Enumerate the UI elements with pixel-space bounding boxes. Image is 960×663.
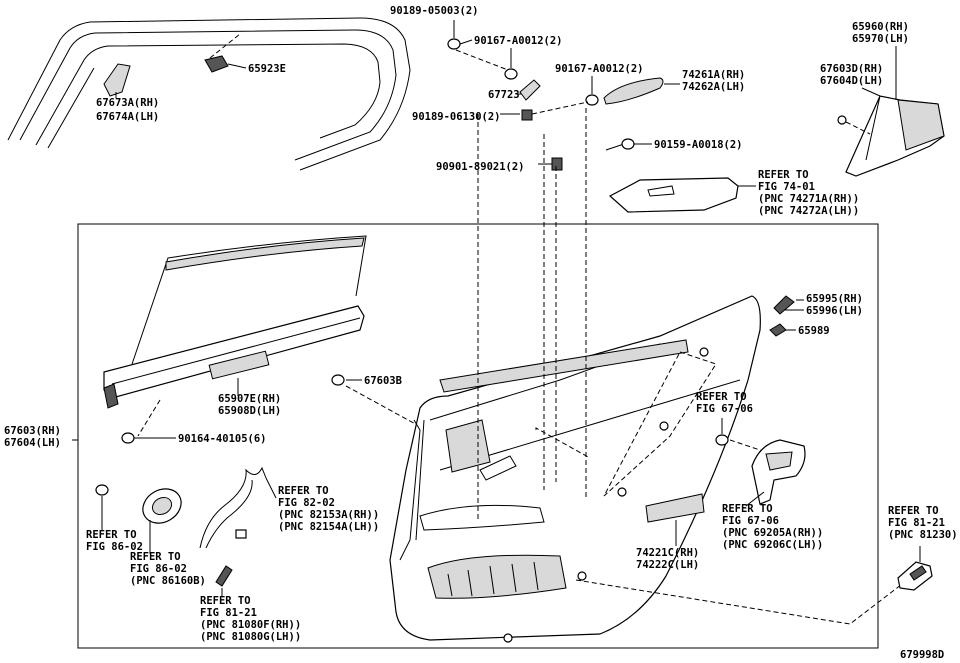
label-90189-06130: 90189-06130(2) (412, 111, 501, 123)
label-ref-82-02-b: FIG 82-02 (278, 497, 335, 509)
switch-base-74271a (608, 177, 739, 213)
label-65923e: 65923E (248, 63, 286, 75)
window-weatherstrip-67673a (103, 63, 131, 97)
garnish-74261a (603, 77, 664, 105)
label-74261a: 74261A(RH) (682, 69, 745, 81)
label-ref-67-06a-a: REFER TO (696, 391, 747, 403)
label-65995: 65995(RH) (806, 293, 863, 305)
screw-speaker (95, 484, 109, 496)
label-65960: 65960(RH) (852, 21, 909, 33)
label-ref-81-21b-d: (PNC 81080G(LH)) (200, 631, 301, 643)
speaker-86160b (142, 488, 182, 524)
label-ref-81-21b-b: FIG 81-21 (200, 607, 257, 619)
screw-90164-40105 (121, 432, 135, 444)
label-ref-67-06a-b: FIG 67-06 (696, 403, 753, 415)
label-ref-82-02-c: (PNC 82153A(RH)) (278, 509, 379, 521)
retainer-90189-06130 (521, 109, 533, 121)
screw-handle (715, 434, 729, 446)
label-74262a: 74262A(LH) (682, 81, 745, 93)
clip-65923e (204, 55, 229, 73)
label-ref-86-02b-a: REFER TO (130, 551, 181, 563)
label-74221c: 74221C(RH) (636, 547, 699, 559)
label-ref-81-21a-a: REFER TO (888, 505, 939, 517)
bracket-67723 (519, 79, 541, 101)
label-67603: 67603(RH) (4, 425, 61, 437)
wire-harness-82153a (199, 466, 267, 549)
clip-90901-89021 (551, 157, 563, 171)
screw-67603d (837, 115, 847, 125)
label-ref-86-02a-a: REFER TO (86, 529, 137, 541)
label-65989: 65989 (798, 325, 830, 337)
clip-65989 (769, 323, 787, 337)
label-ref-67-06b-d: (PNC 69206C(LH)) (722, 539, 823, 551)
leader-lines (101, 20, 921, 596)
clip-67603b (331, 374, 345, 386)
label-67673a: 67673A(RH) (96, 97, 159, 109)
door-pocket-65960 (845, 95, 945, 177)
label-90159-a0018: 90159-A0018(2) (654, 139, 743, 151)
label-65907e: 65907E(RH) (218, 393, 281, 405)
ornament-74221c (645, 493, 705, 523)
screw-90189-05003 (447, 38, 473, 50)
nut-90167-a0012-a (504, 68, 518, 80)
label-67604: 67604(LH) (4, 437, 61, 449)
label-ref-74-01-a: REFER TO (758, 169, 809, 181)
main-assembly-box (77, 223, 879, 649)
label-90189-05003: 90189-05003(2) (390, 5, 479, 17)
label-90167-a0012-a: 90167-A0012(2) (474, 35, 563, 47)
label-ref-74-01-d: (PNC 74272A(LH)) (758, 205, 859, 217)
label-ref-82-02-d: (PNC 82154A(LH)) (278, 521, 379, 533)
screw-90159-a0018 (605, 138, 635, 151)
label-ref-86-02a-b: FIG 86-02 (86, 541, 143, 553)
label-ref-81-21a-b: FIG 81-21 (888, 517, 945, 529)
label-67603b: 67603B (364, 375, 402, 387)
label-74222c: 74222C(LH) (636, 559, 699, 571)
door-trim-board-67603 (389, 295, 761, 643)
label-65970: 65970(LH) (852, 33, 909, 45)
label-90164-40105: 90164-40105(6) (178, 433, 267, 445)
label-67604d: 67604D(LH) (820, 75, 883, 87)
label-67674a: 67674A(LH) (96, 111, 159, 123)
labels: 90189-05003(2) 90167-A0012(2) 90167-A001… (4, 5, 958, 661)
diagram-id: 679998D (900, 649, 944, 661)
label-ref-67-06b-a: REFER TO (722, 503, 773, 515)
label-ref-67-06b-c: (PNC 69205A(RH)) (722, 527, 823, 539)
door-window-frame (7, 17, 411, 171)
label-90167-a0012-b: 90167-A0012(2) (555, 63, 644, 75)
label-ref-81-21b-a: REFER TO (200, 595, 251, 607)
label-ref-86-02b-c: (PNC 86160B) (130, 575, 206, 587)
sunshade-65907e (103, 235, 367, 409)
label-ref-74-01-b: FIG 74-01 (758, 181, 815, 193)
label-ref-67-06b-b: FIG 67-06 (722, 515, 779, 527)
label-90901-89021: 90901-89021(2) (436, 161, 525, 173)
label-65996: 65996(LH) (806, 305, 863, 317)
label-67723: 67723 (488, 89, 520, 101)
nut-90167-a0012-b (585, 94, 599, 106)
inside-handle-69205a (751, 439, 806, 505)
label-ref-86-02b-b: FIG 86-02 (130, 563, 187, 575)
label-ref-81-21b-c: (PNC 81080F(RH)) (200, 619, 301, 631)
label-ref-81-21a-c: (PNC 81230) (888, 529, 958, 541)
label-65908d: 65908D(LH) (218, 405, 281, 417)
label-67603d: 67603D(RH) (820, 63, 883, 75)
label-ref-74-01-c: (PNC 74271A(RH)) (758, 193, 859, 205)
clip-65995 (773, 295, 795, 315)
sensor-81080f (215, 565, 233, 587)
switch-81230 (897, 561, 933, 591)
label-ref-82-02-a: REFER TO (278, 485, 329, 497)
